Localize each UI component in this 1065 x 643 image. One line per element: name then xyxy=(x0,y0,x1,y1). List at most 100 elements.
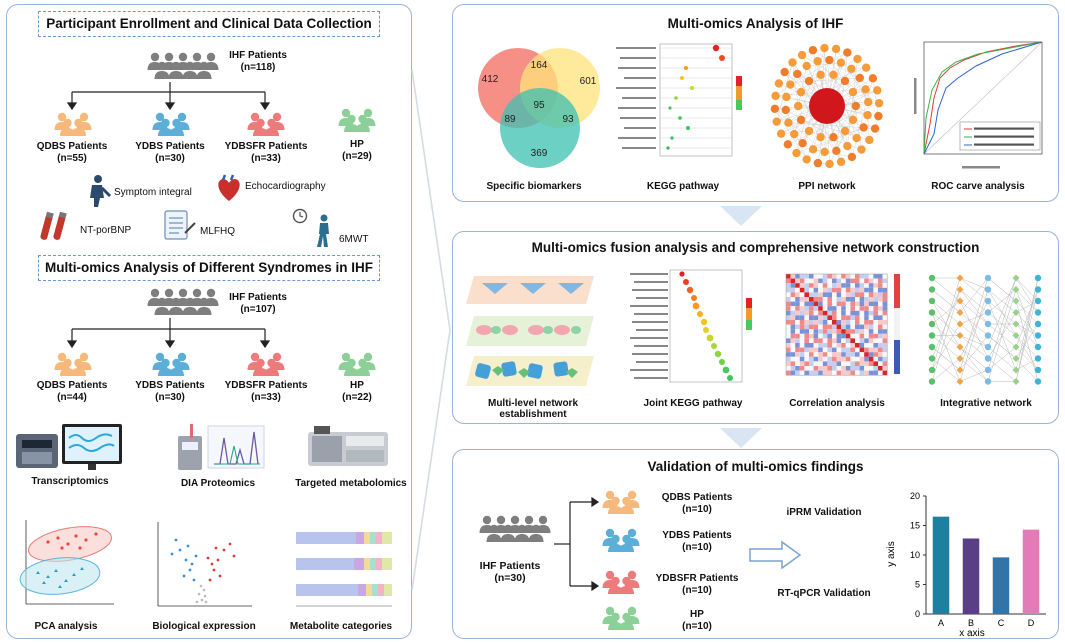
omics-hp-icon xyxy=(340,354,374,376)
output-biological-expression: Biological expression xyxy=(152,621,256,632)
val-group-qdbs: QDBS Patients(n=10) xyxy=(661,492,733,515)
correlation-heatmap xyxy=(785,273,900,376)
platform-dia-proteomics: DIA Proteomics xyxy=(180,478,256,489)
pca-plot xyxy=(19,520,114,605)
joint-kegg-bubble-plot xyxy=(630,269,752,383)
val-group-ydbsfr: YDBSFR Patients(n=10) xyxy=(655,573,739,596)
ntprobnp-label: NT-porBNP xyxy=(80,225,132,236)
panel2-title: Multi-omics fusion analysis and comprehe… xyxy=(531,240,980,255)
questionnaire-icon xyxy=(164,210,196,240)
venn-a: 412 xyxy=(482,74,499,85)
val-group-ydbs: YDBS Patients(n=10) xyxy=(662,530,732,553)
panel-validation xyxy=(452,449,1059,639)
omics-total-label: IHF Patients(n=107) xyxy=(229,292,287,315)
val-group-hp: HP(n=10) xyxy=(682,609,712,632)
tubes-icon xyxy=(40,211,67,240)
venn-c: 369 xyxy=(531,148,548,159)
enroll-group-ydbsfr: YDBSFR Patients(n=33) xyxy=(224,141,308,164)
ppi-network xyxy=(770,43,884,169)
venn-diagram: 412 164 601 95 89 93 369 xyxy=(478,48,600,168)
ppi-hub-node xyxy=(809,88,845,124)
flow-chevron xyxy=(411,69,451,591)
val-qdbs-icon xyxy=(604,492,638,514)
symptom-label: Symptom integral xyxy=(114,187,192,198)
venn-center: 95 xyxy=(533,100,545,111)
omics-title: Multi-omics Analysis of Different Syndro… xyxy=(38,255,380,281)
walking-icon xyxy=(317,214,329,247)
down-arrow-2 xyxy=(720,428,762,448)
chart-x-tick-label: A xyxy=(938,618,944,628)
caption-integrative-network: Integrative network xyxy=(940,398,1032,409)
clock-icon xyxy=(292,208,308,224)
chart-y-tick-label: 10 xyxy=(910,550,920,560)
caption-joint-kegg-pathway: Joint KEGG pathway xyxy=(643,398,743,409)
chart-x-tick-label: D xyxy=(1028,618,1035,628)
chart-y-tick-label: 20 xyxy=(910,491,920,501)
caption-kegg-pathway: KEGG pathway xyxy=(646,181,720,192)
chart-bar-B xyxy=(962,538,980,614)
down-arrow-1 xyxy=(720,206,762,226)
chart-xlabel: x axis xyxy=(959,628,985,639)
output-pca-analysis: PCA analysis xyxy=(34,621,98,632)
mlfhq-label: MLFHQ xyxy=(200,226,235,237)
val-ydbs-icon xyxy=(604,530,638,552)
sixmwt-label: 6MWT xyxy=(339,234,369,245)
heart-icon xyxy=(218,174,240,201)
chart-bar-D xyxy=(1022,529,1040,614)
platform-targeted-metabolomics: Targeted metabolomics xyxy=(295,478,407,489)
caption-specific-biomarkers: Specific biomarkers xyxy=(486,181,582,192)
venn-ac: 89 xyxy=(504,114,516,125)
chart-bar-C xyxy=(992,557,1010,614)
venn-b: 601 xyxy=(580,76,597,87)
val-ydbsfr-icon xyxy=(604,572,638,594)
caption-multi-level-network: Multi-level network establishment xyxy=(487,398,578,420)
caption-ppi-network: PPI network xyxy=(798,181,856,192)
omics-qdbs-icon xyxy=(56,354,90,376)
caption-roc-analysis: ROC carve analysis xyxy=(931,181,1025,192)
validation-branch-lines xyxy=(554,496,600,592)
omics-group-hp: HP(n=22) xyxy=(342,380,372,403)
chart-x-tick-label: B xyxy=(968,618,974,628)
mass-spec-icon xyxy=(178,424,265,470)
omics-ydbs-icon xyxy=(154,354,188,376)
omics-group-qdbs: QDBS Patients(n=44) xyxy=(36,380,108,403)
sequencer-icon xyxy=(16,424,122,470)
venn-bc: 93 xyxy=(562,114,574,125)
validation-arrow xyxy=(749,540,802,570)
validation-total-icon xyxy=(480,510,550,550)
chart-y-tick-label: 15 xyxy=(910,521,920,531)
symptom-icon xyxy=(90,175,112,207)
platform-transcriptomics: Transcriptomics xyxy=(31,476,109,487)
kegg-bubble-plot xyxy=(616,43,742,157)
validation-total-label: IHF Patients(n=30) xyxy=(479,560,541,584)
enroll-total-label: IHF Patients(n=118) xyxy=(229,50,287,73)
chart-x-tick-label: C xyxy=(998,618,1005,628)
method-iprm: iPRM Validation xyxy=(786,507,862,518)
echo-label: Echocardiography xyxy=(245,181,326,192)
metabolomics-icon xyxy=(308,426,388,466)
omics-group-ydbs: YDBS Patients(n=30) xyxy=(135,380,205,403)
multi-level-network xyxy=(466,276,594,386)
enroll-branch-lines xyxy=(66,82,271,111)
omics-ydbsfr-icon xyxy=(249,354,283,376)
output-metabolite-categories: Metabolite categories xyxy=(289,621,393,632)
integrative-network xyxy=(928,274,1042,385)
chart-bar-A xyxy=(932,516,950,614)
enroll-group-ydbs: YDBS Patients(n=30) xyxy=(135,141,205,164)
enrollment-title: Participant Enrollment and Clinical Data… xyxy=(38,11,380,37)
panel1-title: Multi-omics Analysis of IHF xyxy=(667,16,844,31)
venn-ab: 164 xyxy=(531,60,548,71)
omics-branch-lines xyxy=(66,318,271,349)
omics-group-ydbsfr: YDBSFR Patients(n=33) xyxy=(224,380,308,403)
enroll-group-hp: HP(n=29) xyxy=(342,139,372,162)
volcano-plot xyxy=(157,522,252,607)
metabolite-bars xyxy=(296,532,392,607)
caption-correlation-analysis: Correlation analysis xyxy=(789,398,885,409)
roc-curve-plot xyxy=(914,41,1043,169)
val-hp-icon xyxy=(604,608,638,630)
enroll-group-qdbs: QDBS Patients(n=55) xyxy=(36,141,108,164)
method-rtqpcr: RT-qPCR Validation xyxy=(777,588,871,599)
chart-y-tick-label: 5 xyxy=(915,580,920,590)
chart-ylabel: y axis xyxy=(886,541,897,567)
